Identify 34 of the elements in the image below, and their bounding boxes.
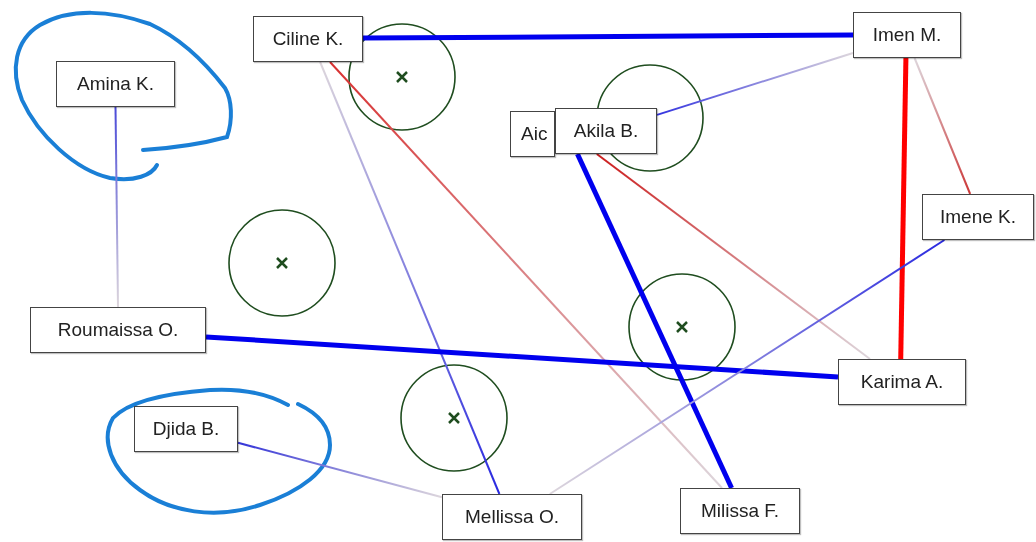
connector-line [595, 153, 871, 360]
name-box [680, 488, 800, 534]
connector-line [114, 106, 119, 308]
connector-line [575, 152, 734, 490]
name-box [853, 12, 961, 58]
name-label: Amina K. [76, 73, 155, 95]
name-box [56, 61, 175, 107]
name-box [838, 359, 966, 405]
name-box [30, 307, 206, 353]
connector-line [237, 441, 443, 499]
name-label: Imen M. [872, 24, 942, 46]
name-box [555, 108, 657, 154]
name-label: Aic [521, 123, 548, 145]
name-box [510, 111, 555, 157]
connector-line [363, 32, 853, 41]
connector-line [205, 334, 839, 380]
name-label: Milissa F. [700, 500, 780, 522]
connector-line [548, 239, 946, 495]
name-label: Roumaissa O. [57, 319, 179, 341]
name-label: Djida B. [152, 418, 220, 440]
connector-line [319, 61, 501, 495]
name-label: Mellissa O. [465, 506, 559, 528]
connector-line [329, 61, 723, 489]
name-box [922, 194, 1034, 240]
name-label: Ciline K. [272, 28, 344, 50]
name-box [134, 406, 238, 452]
connector-line [913, 57, 972, 195]
name-label: Karima A. [860, 371, 944, 393]
name-label: Imene K. [939, 206, 1016, 228]
name-box [442, 494, 582, 540]
connector-line [898, 57, 909, 360]
name-box [253, 16, 363, 62]
name-label: Akila B. [573, 120, 639, 142]
connector-line [656, 51, 854, 116]
